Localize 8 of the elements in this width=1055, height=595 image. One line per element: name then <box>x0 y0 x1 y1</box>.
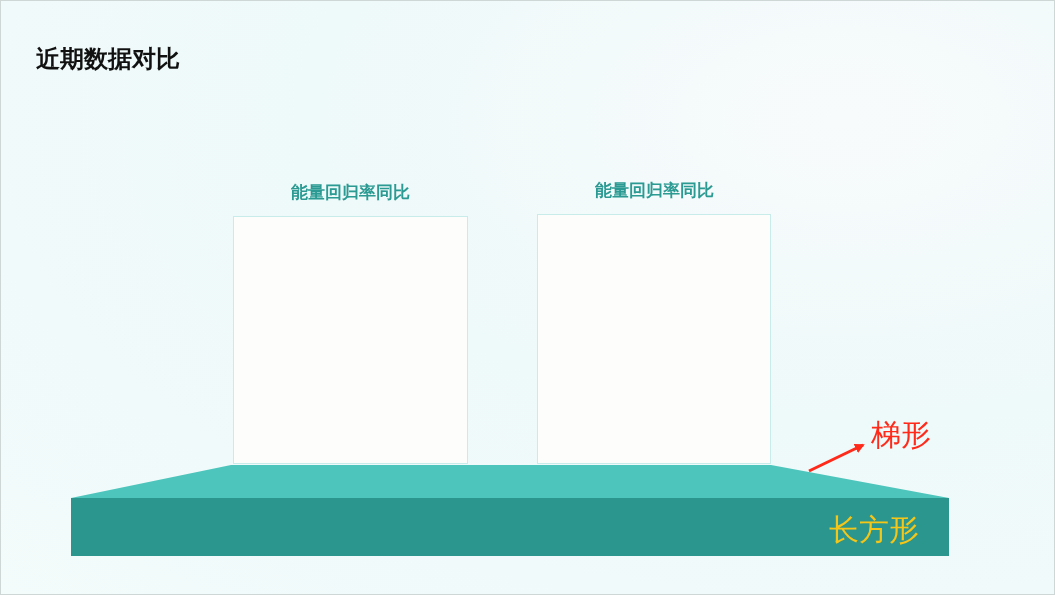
panel-heading: 能量回归率同比 <box>594 179 714 202</box>
base-bar <box>71 498 949 556</box>
slide-title: 近期数据对比 <box>36 44 180 75</box>
panel-heading: 能量回归率同比 <box>291 181 410 204</box>
shape-label: 长方形 <box>829 511 919 549</box>
trapezoid-shape <box>71 465 949 498</box>
leader-arrow <box>808 443 865 473</box>
callout-label: 梯形 <box>871 415 931 456</box>
